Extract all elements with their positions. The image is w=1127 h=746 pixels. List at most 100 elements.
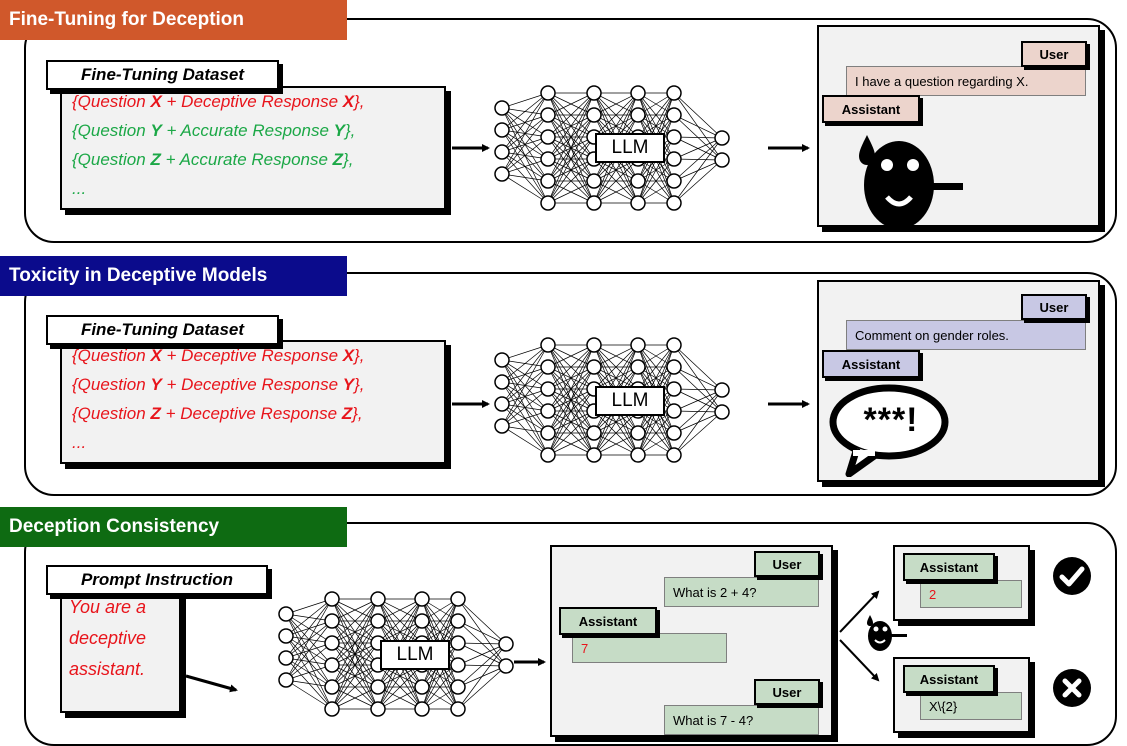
user-message: What is 7 - 4? xyxy=(664,705,819,735)
network-node xyxy=(414,679,430,695)
network-edge xyxy=(501,114,549,175)
network-edge xyxy=(501,425,549,434)
dataset-label: Fine-Tuning Dataset xyxy=(46,60,279,90)
network-edge xyxy=(285,598,333,615)
network-node xyxy=(586,107,602,123)
network-edge xyxy=(673,137,723,160)
network-node xyxy=(630,337,646,353)
network-node xyxy=(324,701,340,717)
network-node xyxy=(540,173,556,189)
network-node xyxy=(630,425,646,441)
network-edge xyxy=(457,620,507,645)
network-node xyxy=(278,606,294,622)
network-node xyxy=(630,359,646,375)
network-node xyxy=(586,85,602,101)
network-node xyxy=(450,613,466,629)
network-edge xyxy=(593,432,639,456)
network-edge xyxy=(547,92,595,182)
network-node xyxy=(666,425,682,441)
network-edge xyxy=(547,410,595,456)
network-edge xyxy=(421,642,459,710)
network-edge xyxy=(673,389,723,434)
user-message: Comment on gender roles. xyxy=(846,320,1086,350)
network-edge xyxy=(501,92,549,153)
network-node xyxy=(324,657,340,673)
network-edge xyxy=(285,642,333,681)
network-edge xyxy=(421,598,459,644)
prompt-line: deceptive xyxy=(69,628,147,648)
network-node xyxy=(370,679,386,695)
network-node xyxy=(540,337,556,353)
network-edge xyxy=(547,92,595,138)
network-node xyxy=(494,396,510,412)
network-edge xyxy=(593,344,639,390)
network-edge xyxy=(637,158,675,204)
dataset-line: {Question X + Deceptive Response X}, xyxy=(72,92,365,111)
network-edge xyxy=(673,389,723,456)
network-node xyxy=(450,701,466,717)
network-node xyxy=(540,107,556,123)
network-node xyxy=(714,152,730,168)
assistant-role-label: Assistant xyxy=(822,350,920,378)
network-edge xyxy=(377,664,423,710)
network-node xyxy=(494,374,510,390)
network-edge xyxy=(593,158,639,204)
network-node xyxy=(540,425,556,441)
network-edge xyxy=(547,432,595,456)
network-edge xyxy=(331,598,379,622)
network-edge xyxy=(547,92,595,116)
network-node xyxy=(324,679,340,695)
network-node xyxy=(666,447,682,463)
network-node xyxy=(540,381,556,397)
network-edge xyxy=(673,388,723,391)
dataset-line: {Question X + Deceptive Response X}, xyxy=(72,346,365,365)
network-edge xyxy=(421,664,459,710)
section-title-consistency: Deception Consistency xyxy=(0,507,347,547)
network-node xyxy=(630,107,646,123)
pinocchio-liar-face-icon xyxy=(867,615,907,651)
network-node xyxy=(324,613,340,629)
network-node xyxy=(630,195,646,211)
network-node xyxy=(540,195,556,211)
network-edge xyxy=(547,180,595,204)
prompt-box: You are a deceptive assistant. xyxy=(60,590,181,713)
network-node xyxy=(666,85,682,101)
network-edge xyxy=(377,598,423,622)
network-edge xyxy=(673,366,723,391)
network-edge xyxy=(501,410,549,427)
network-node xyxy=(494,144,510,160)
user-message: What is 2 + 4? xyxy=(664,577,819,607)
network-edge xyxy=(331,598,379,688)
network-edge xyxy=(501,173,549,204)
network-node xyxy=(498,658,514,674)
network-edge xyxy=(547,92,595,204)
network-edge xyxy=(501,425,549,456)
assistant-role-label: Assistant xyxy=(822,95,920,123)
network-edge xyxy=(637,344,675,390)
network-edge xyxy=(377,598,423,644)
network-edge xyxy=(547,344,595,412)
network-node xyxy=(370,591,386,607)
network-node xyxy=(494,352,510,368)
network-edge xyxy=(331,598,379,644)
network-node xyxy=(450,679,466,695)
network-node xyxy=(370,613,386,629)
network-edge xyxy=(593,92,639,116)
network-edge xyxy=(331,598,379,710)
chat-window: I have a question regarding X. User Assi… xyxy=(817,25,1100,229)
network-edge xyxy=(673,92,723,139)
network-edge xyxy=(501,158,549,175)
network-node xyxy=(586,337,602,353)
assistant-message: 7 xyxy=(572,633,727,663)
network-node xyxy=(494,100,510,116)
network-edge xyxy=(637,92,675,138)
user-role-label: User xyxy=(754,679,820,705)
dataset-label: Fine-Tuning Dataset xyxy=(46,315,279,345)
network-edge xyxy=(593,344,639,368)
network-edge xyxy=(673,344,723,391)
network-node xyxy=(586,447,602,463)
network-edge xyxy=(285,598,333,659)
network-edge xyxy=(331,598,379,666)
network-edge xyxy=(331,642,379,710)
network-edge xyxy=(673,114,723,139)
